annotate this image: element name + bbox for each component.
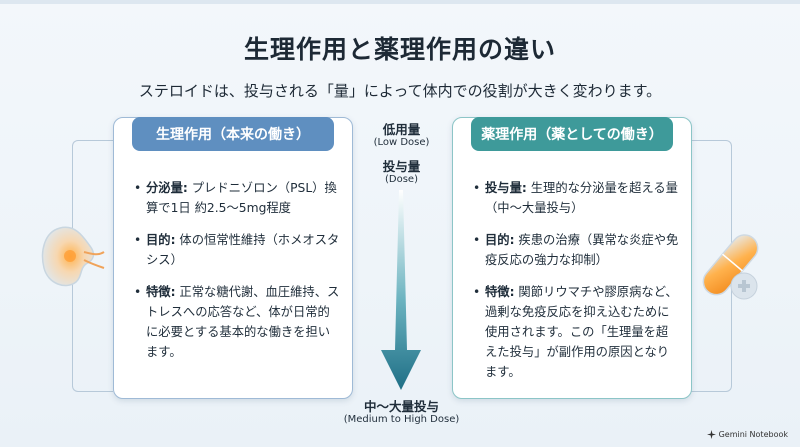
list-item: 投与量: 生理的な分泌量を超える量（中〜大量投与） [473,178,679,218]
physiological-card: 生理作用（本来の働き） 分泌量: プレドニゾロン（PSL）換算で1日 約2.5〜… [113,117,353,399]
kidney-icon [40,222,106,292]
physiological-card-header: 生理作用（本来の働き） [132,117,334,151]
pharmacological-card-header: 薬理作用（薬としての働き） [471,117,673,151]
pill-capsule-icon [690,222,770,312]
top-bar [0,0,800,4]
low-dose-sublabel: (Low Dose) [373,137,430,148]
brand-mark: Gemini Notebook [706,430,788,439]
dose-sublabel: (Dose) [385,174,418,185]
list-item: 目的: 体の恒常性維持（ホメオスタシス） [134,230,340,270]
high-dose-label: 中〜大量投与 [363,399,439,414]
brand-text: Gemini Notebook [718,430,788,439]
high-dose-sublabel: (Medium to High Dose) [343,414,460,425]
down-arrow-icon [381,190,421,390]
list-item: 分泌量: プレドニゾロン（PSL）換算で1日 約2.5〜5mg程度 [134,178,340,218]
page-title: 生理作用と薬理作用の違い [243,35,556,64]
low-dose-label: 低用量 [382,122,421,137]
list-item: 特徴: 正常な糖代謝、血圧維持、ストレスへの応答など、体が日常的に必要とする基本… [134,282,340,362]
list-item: 目的: 疾患の治療（異常な炎症や免疫反応の強力な抑制） [473,230,679,270]
page-subtitle: ステロイドは、投与される「量」によって体内での役割が大きく変わります。 [138,82,662,100]
list-item: 特徴: 関節リウマチや膠原病など、過剰な免疫反応を抑え込むために使用されます。こ… [473,282,679,382]
dose-label: 投与量 [382,159,421,174]
pharmacological-card: 薬理作用（薬としての働き） 投与量: 生理的な分泌量を超える量（中〜大量投与） … [452,117,692,399]
gemini-logo-icon [706,430,716,439]
